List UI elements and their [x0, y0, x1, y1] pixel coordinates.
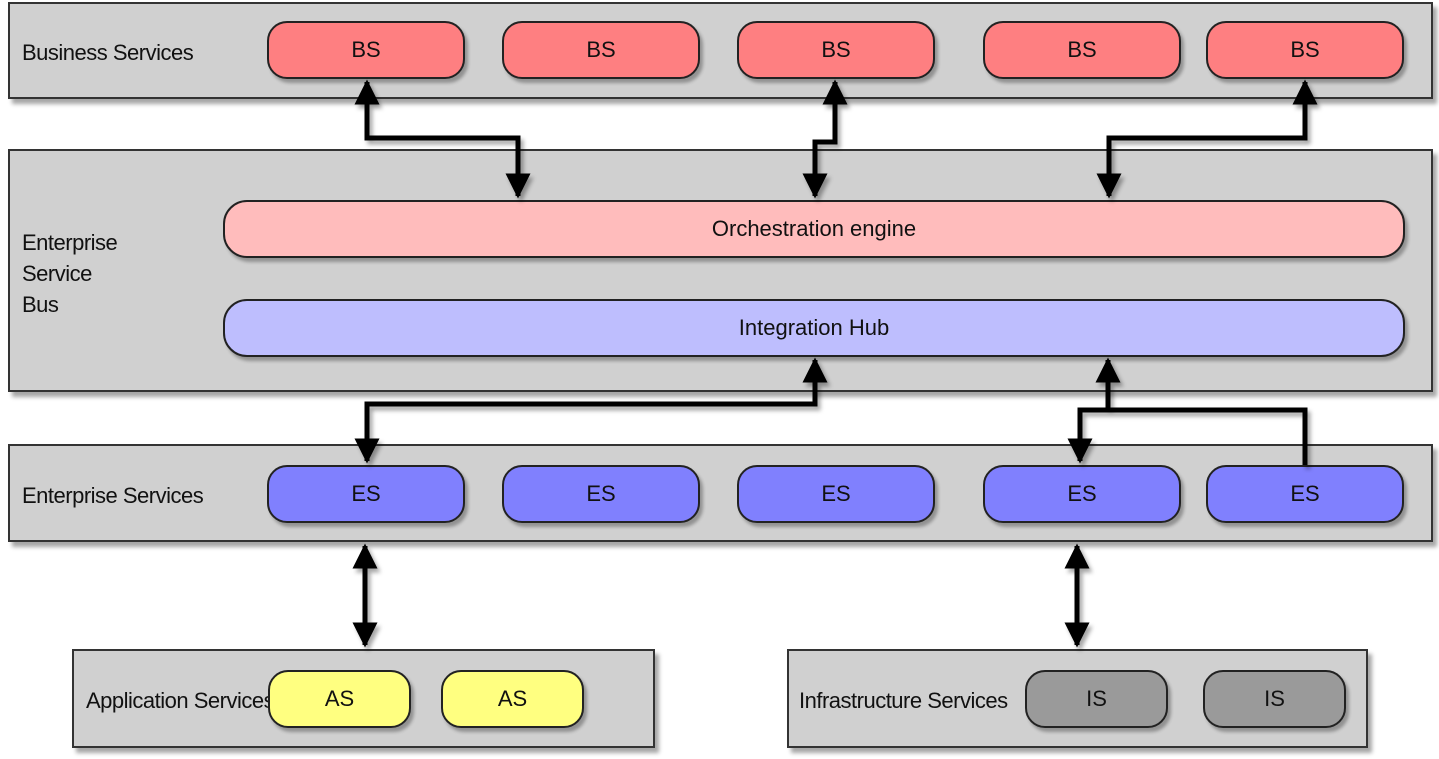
application-services-label: Application Services — [86, 688, 275, 713]
infrastructure-services-label: Infrastructure Services — [799, 688, 1008, 713]
enterprise-service-5[interactable]: ES — [1206, 465, 1404, 523]
enterprise-service-3[interactable]: ES — [737, 465, 935, 523]
application-service-2[interactable]: AS — [441, 670, 584, 728]
business-service-3[interactable]: BS — [737, 21, 935, 79]
enterprise-service-2[interactable]: ES — [502, 465, 700, 523]
business-service-1[interactable]: BS — [267, 21, 465, 79]
enterprise-services-label: Enterprise Services — [22, 483, 204, 508]
enterprise-service-4[interactable]: ES — [983, 465, 1181, 523]
business-service-2[interactable]: BS — [502, 21, 700, 79]
business-service-5[interactable]: BS — [1206, 21, 1404, 79]
enterprise-service-bus-label: Enterprise Service Bus — [22, 230, 118, 317]
orchestration-engine[interactable]: Orchestration engine — [223, 200, 1405, 258]
infrastructure-service-1[interactable]: IS — [1025, 670, 1168, 728]
enterprise-service-1[interactable]: ES — [267, 465, 465, 523]
business-services-label: Business Services — [22, 40, 194, 65]
business-service-4[interactable]: BS — [983, 21, 1181, 79]
integration-hub[interactable]: Integration Hub — [223, 299, 1405, 357]
infrastructure-service-2[interactable]: IS — [1203, 670, 1346, 728]
application-service-1[interactable]: AS — [268, 670, 411, 728]
business-services-layer: Business Services — [8, 2, 1433, 99]
